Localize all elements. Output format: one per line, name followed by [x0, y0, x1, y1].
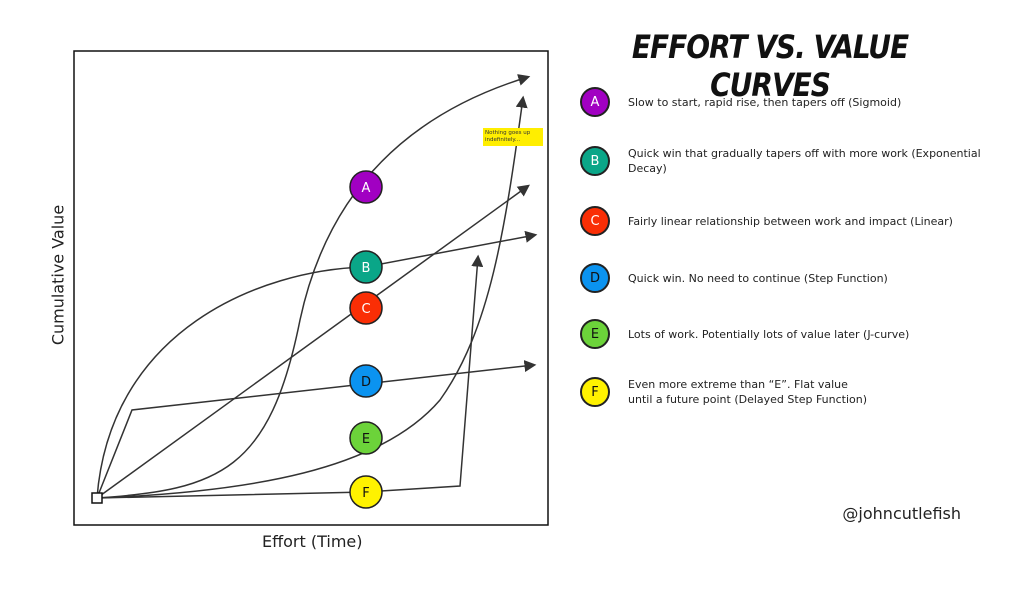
curve-marker-a: A [349, 170, 383, 204]
origin-marker [91, 492, 103, 504]
curve-a-path [96, 74, 531, 499]
curve-marker-d: D [349, 364, 383, 398]
legend-item-f: F Even more extreme than “E”. Flat value… [580, 377, 868, 407]
legend-description: Lots of work. Potentially lots of value … [628, 327, 910, 341]
svg-text:D: D [361, 375, 371, 390]
legend-item-b: B Quick win that gradually tapers off wi… [580, 146, 998, 176]
legend-item-a: A Slow to start, rapid rise, then tapers… [580, 87, 998, 117]
curve-c-path [96, 184, 530, 499]
legend-badge: A [580, 87, 610, 117]
curve-marker-e: E [349, 421, 383, 455]
legend-badge: C [580, 206, 610, 236]
svg-text:E: E [362, 432, 370, 447]
curve-e-path [96, 95, 528, 499]
legend-description: Quick win that gradually tapers off with… [628, 147, 981, 175]
curve-marker-b: B [349, 250, 383, 284]
svg-text:B: B [362, 261, 371, 276]
x-axis-label: Effort (Time) [262, 532, 363, 551]
chart-frame [73, 50, 549, 526]
y-axis-label: Cumulative Value [48, 204, 68, 346]
legend-badge: B [580, 146, 610, 176]
sticky-note: Nothing goes up indefinitely... [483, 128, 543, 146]
curve-f-path [96, 254, 484, 499]
legend-item-d: D Quick win. No need to continue (Step F… [580, 263, 998, 293]
svg-text:C: C [361, 302, 370, 317]
curve-b-path [96, 230, 538, 499]
author-handle: @johncutlefish [842, 504, 961, 523]
legend-description: Even more extreme than “E”. Flat value u… [628, 378, 868, 406]
legend-badge: F [580, 377, 610, 407]
svg-text:A: A [362, 181, 371, 196]
legend-description: Slow to start, rapid rise, then tapers o… [628, 95, 902, 109]
legend-badge: D [580, 263, 610, 293]
curve-marker-f: F [349, 475, 383, 509]
curve-d-path [96, 360, 537, 499]
svg-text:F: F [362, 486, 369, 501]
legend-description: Fairly linear relationship between work … [628, 214, 953, 228]
page-title: EFFORT VS. VALUE CURVES [631, 28, 909, 104]
legend-badge: E [580, 319, 610, 349]
legend-item-e: E Lots of work. Potentially lots of valu… [580, 319, 998, 349]
curve-marker-c: C [349, 291, 383, 325]
legend-description: Quick win. No need to continue (Step Fun… [628, 271, 888, 285]
legend-item-c: C Fairly linear relationship between wor… [580, 206, 998, 236]
